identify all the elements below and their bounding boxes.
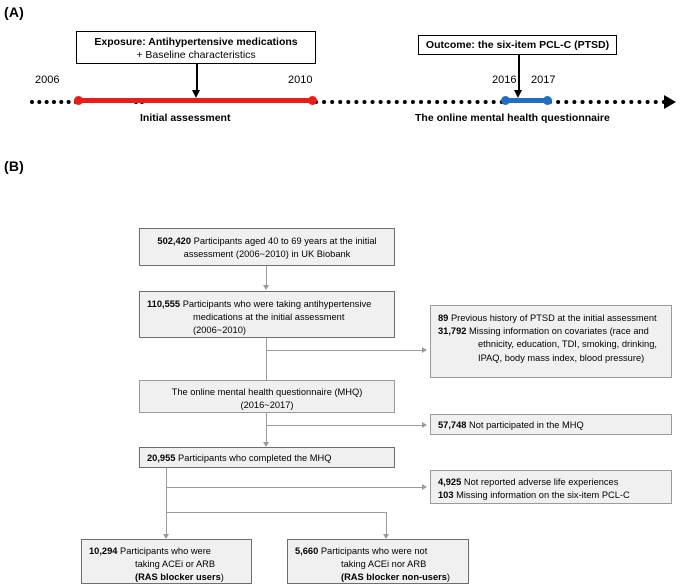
- flow-box-ras-users-line3-bold: (RAS blocker users: [135, 572, 221, 583]
- exposure-period-segment: [80, 98, 313, 103]
- connector-box1-to-box2: [266, 266, 268, 286]
- connector-mhq-trunk: [266, 413, 268, 444]
- connector-split-right: [386, 512, 388, 536]
- exclusion-pclc-number: 103: [438, 490, 454, 501]
- connector-completed-trunk: [166, 468, 168, 513]
- exposure-start-node: [74, 96, 83, 105]
- connector-split-right-arrowhead: [383, 534, 389, 539]
- exclusion-ptsd-number: 89: [438, 313, 449, 323]
- flow-box-ras-blocker-users: 10,294 Participants who were taking ACEi…: [81, 539, 252, 584]
- flow-box-mhq-line1: The online mental health questionnaire (…: [171, 387, 363, 397]
- exclusion-covariates-text: Missing information on covariates (race …: [469, 326, 657, 363]
- panel-b-label: (B): [4, 158, 25, 174]
- connector-completed-to-exclusion3: [166, 487, 423, 489]
- flow-box-antihypertensive: 110,555 Participants who were taking ant…: [139, 291, 395, 338]
- flow-box-ras-nonusers-line3-tail: ): [446, 572, 451, 583]
- flow-box-ras-nonusers-number: 5,660: [295, 546, 319, 556]
- flow-box-ras-users-number: 10,294: [89, 546, 118, 556]
- connector-mhq-to-completed-arrowhead: [263, 442, 269, 447]
- flow-box-ras-users-line2: taking ACEi or ARB: [135, 559, 216, 570]
- flow-box-completed-mhq: 20,955 Participants who completed the MH…: [139, 447, 395, 468]
- connector-box2-to-exclusion1: [266, 350, 423, 352]
- exposure-end-node: [308, 96, 317, 105]
- connector-box2-trunk: [266, 338, 268, 380]
- panel-a-study-timeline: (A) Exposure: Antihypertensive medicatio…: [0, 0, 685, 140]
- flow-box-ras-nonusers-line3-bold: (RAS blocker non-users: [341, 572, 447, 583]
- flow-box-completed-mhq-text: Participants who completed the MHQ: [178, 453, 332, 463]
- flow-box-total-participants-text: Participants aged 40 to 69 years at the …: [183, 236, 377, 260]
- flow-box-ras-users-line3-tail: ): [220, 572, 224, 583]
- outcome-start-node: [501, 96, 510, 105]
- outcome-caption-box: Outcome: the six-item PCL-C (PTSD): [418, 35, 617, 55]
- connector-box1-to-box2-arrowhead: [263, 285, 269, 290]
- outcome-period-segment: [506, 98, 548, 103]
- exclusion-box-not-participated: 57,748 Not participated in the MHQ: [430, 414, 672, 435]
- panel-b-participant-flowchart: (B) 502,420 Participants aged 40 to 69 y…: [0, 140, 685, 584]
- exclusion-box-adverse-missing: 4,925 Not reported adverse life experien…: [430, 470, 672, 504]
- exclusion-adverse-number: 4,925: [438, 477, 462, 487]
- exclusion-covariates-number: 31,792: [438, 326, 467, 337]
- timeline-axis-dotted-right: [548, 100, 666, 104]
- exclusion-not-participated-number: 57,748: [438, 420, 467, 430]
- exclusion-not-participated-text: Not participated in the MHQ: [469, 420, 584, 430]
- flow-box-mhq-line2: (2016~2017): [240, 400, 294, 411]
- timeline-axis-dotted-middle: [314, 100, 504, 104]
- connector-mhq-to-exclusion2-arrowhead: [422, 422, 427, 428]
- exposure-caption-box: Exposure: Antihypertensive medications +…: [76, 31, 316, 64]
- outcome-segment-label: The online mental health questionnaire: [415, 112, 610, 124]
- exclusion-box-ptsd-covariates: 89 Previous history of PTSD at the initi…: [430, 305, 672, 378]
- exposure-segment-label: Initial assessment: [140, 112, 231, 124]
- year-label-2006: 2006: [35, 74, 60, 86]
- flow-box-total-participants-number: 502,420: [157, 236, 192, 246]
- panel-a-label: (A): [4, 4, 25, 20]
- flow-box-ras-nonusers-line1: Participants who were not: [320, 546, 428, 556]
- flow-box-mhq: The online mental health questionnaire (…: [139, 380, 395, 413]
- exclusion-ptsd-text: Previous history of PTSD at the initial …: [450, 313, 657, 323]
- year-label-2017: 2017: [531, 74, 556, 86]
- exposure-caption-line1: Exposure: Antihypertensive medications: [94, 36, 298, 48]
- year-label-2016: 2016: [492, 74, 517, 86]
- flow-box-ras-users-line1: Participants who were: [120, 546, 211, 556]
- exclusion-pclc-text: Missing information on the six-item PCL-…: [456, 490, 630, 501]
- exclusion-adverse-text: Not reported adverse life experiences: [463, 477, 619, 487]
- connector-box2-to-exclusion1-arrowhead: [422, 347, 427, 353]
- flow-box-antihypertensive-number: 110,555: [147, 299, 181, 309]
- flow-box-completed-mhq-number: 20,955: [147, 453, 176, 463]
- timeline-axis-dotted-left: [30, 100, 78, 104]
- connector-mhq-to-exclusion2: [266, 425, 423, 427]
- year-label-2010: 2010: [288, 74, 313, 86]
- connector-split-left: [166, 512, 168, 536]
- outcome-caption-line1: Outcome: the six-item PCL-C (PTSD): [425, 39, 610, 51]
- flow-box-total-participants: 502,420 Participants aged 40 to 69 years…: [139, 228, 395, 266]
- outcome-end-node: [543, 96, 552, 105]
- connector-split-left-arrowhead: [163, 534, 169, 539]
- flow-box-ras-blocker-non-users: 5,660 Participants who were not taking A…: [287, 539, 469, 584]
- timeline-axis-arrowhead: [664, 95, 676, 109]
- flow-box-ras-nonusers-line2: taking ACEi nor ARB: [341, 559, 427, 570]
- flow-box-antihypertensive-text: Participants who were taking antihyperte…: [182, 299, 372, 336]
- connector-completed-to-exclusion3-arrowhead: [422, 484, 427, 490]
- connector-split-bar: [166, 512, 387, 514]
- exposure-caption-line2: + Baseline characteristics: [136, 49, 256, 62]
